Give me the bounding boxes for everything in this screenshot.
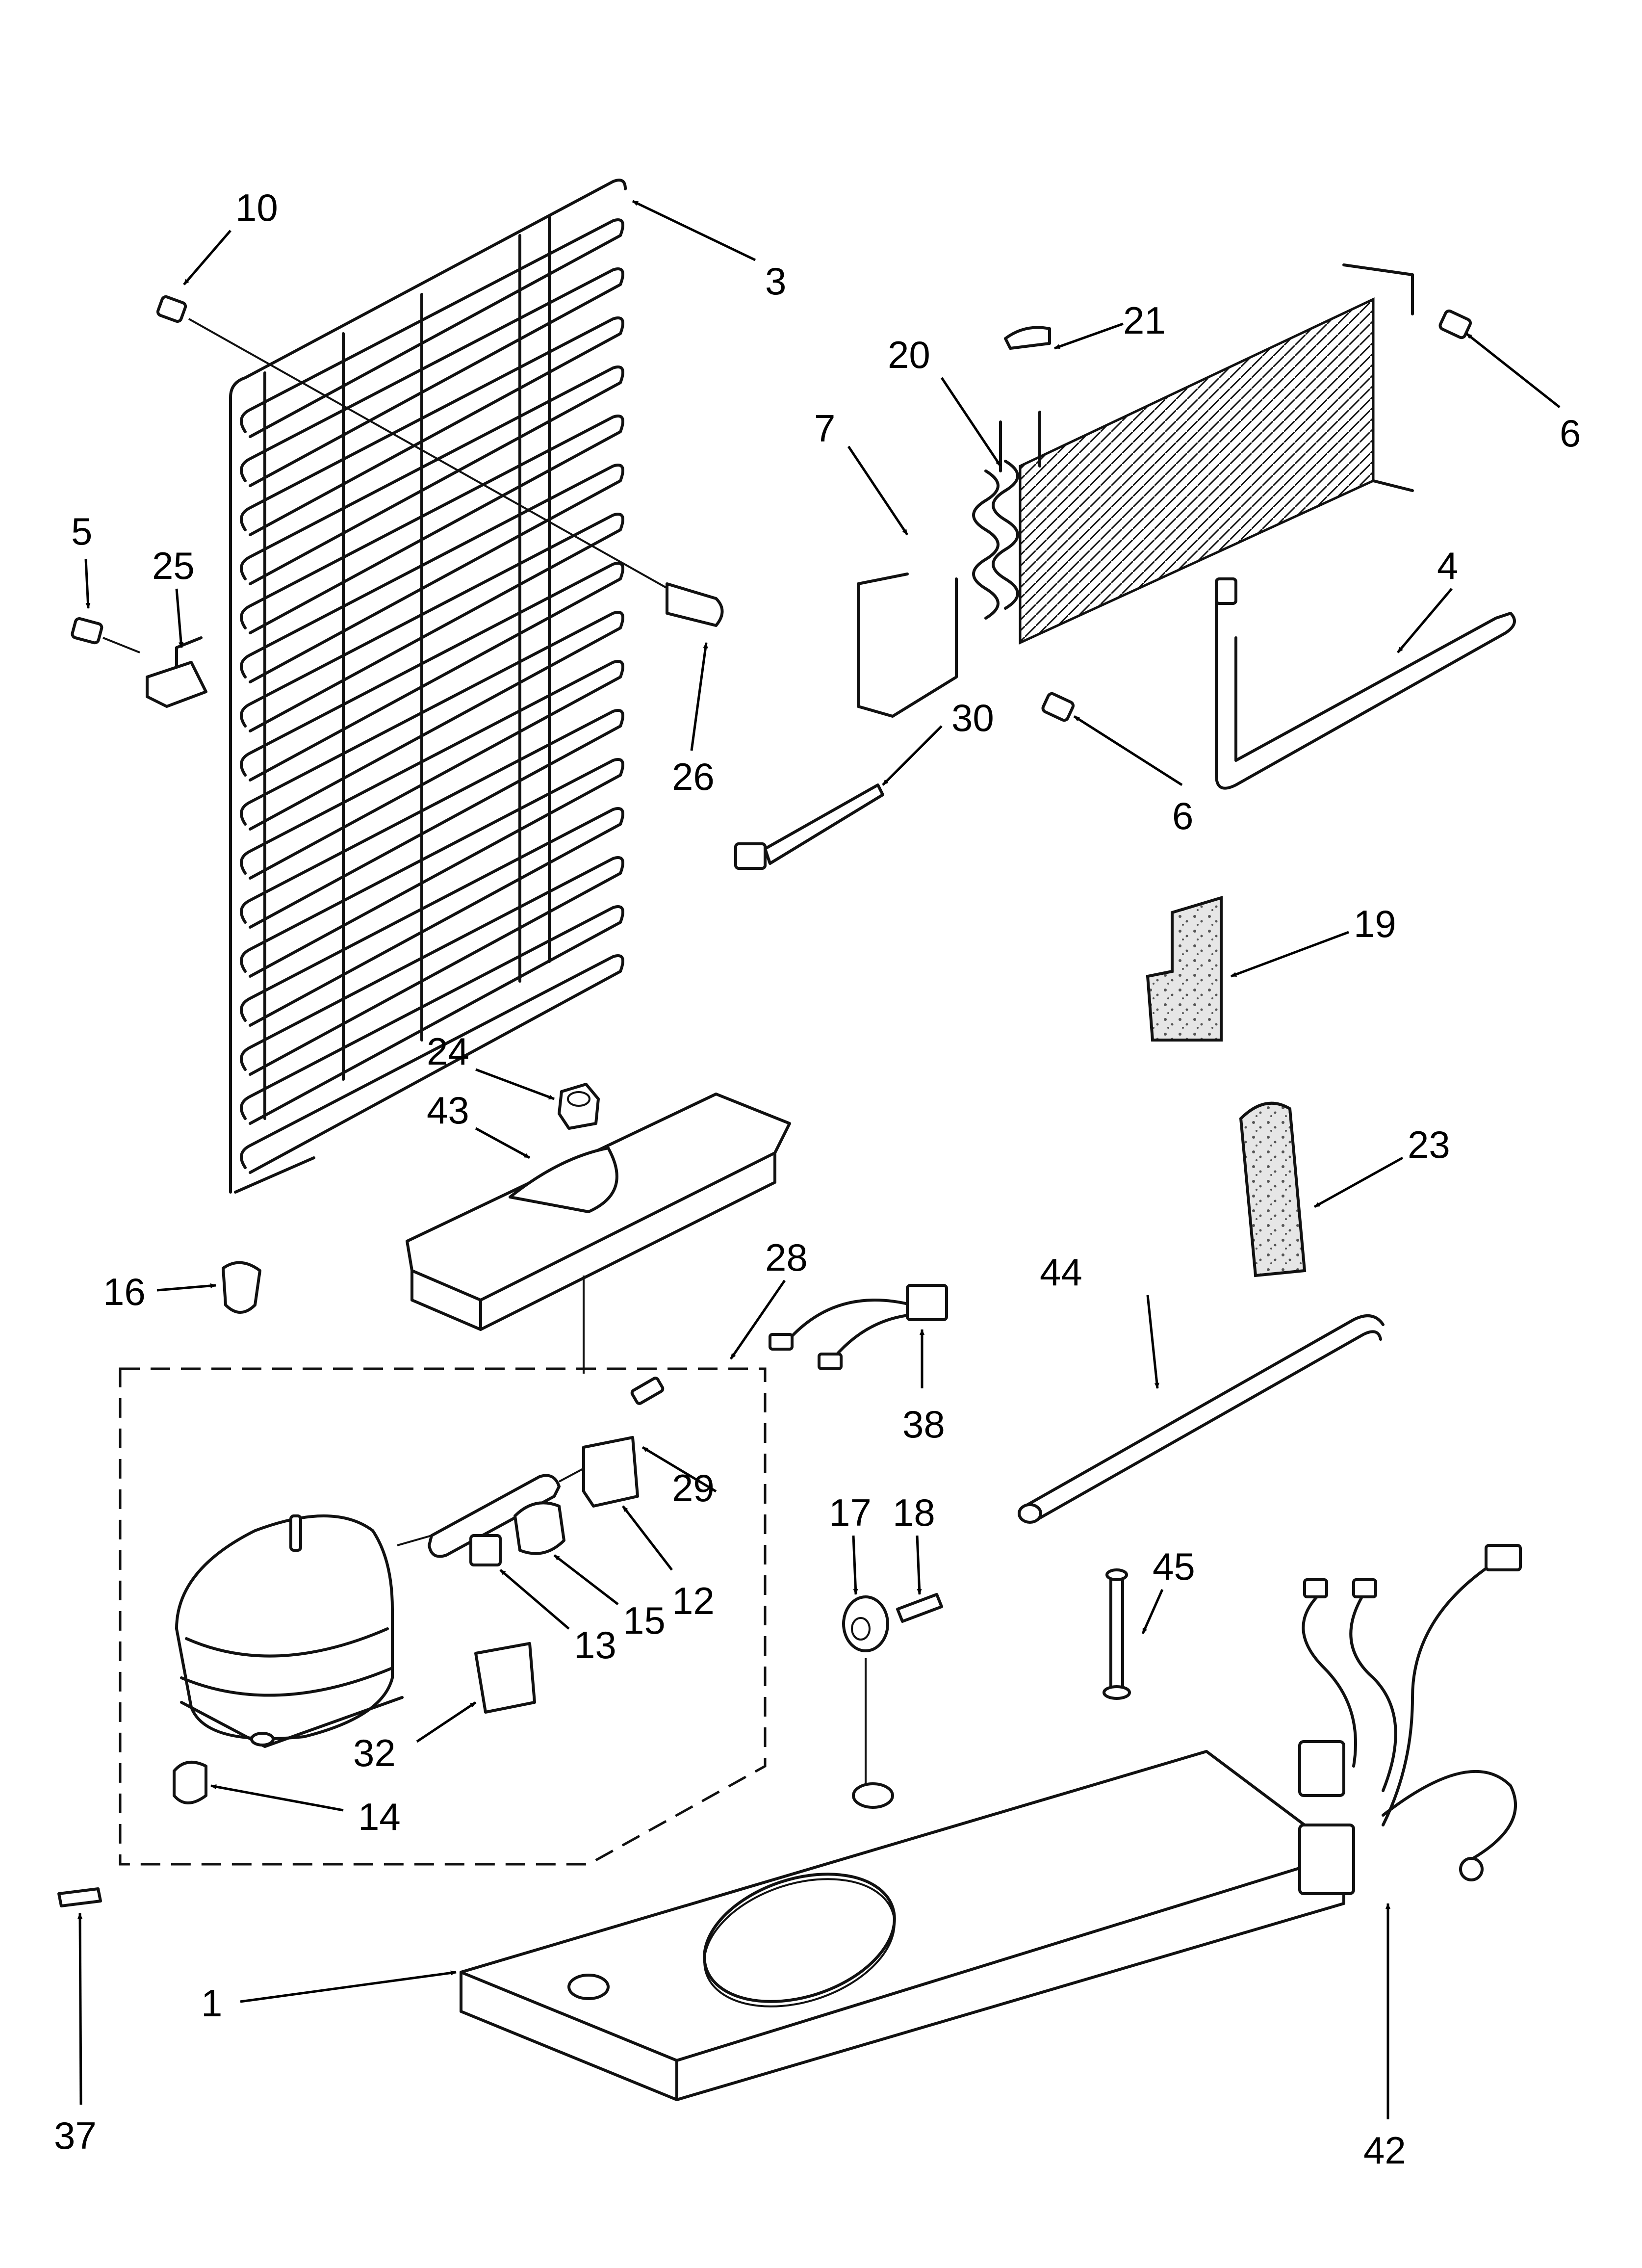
condenser-tube-loop [240,709,624,929]
condenser-tube-loop [240,954,624,1174]
nut-24 [558,1083,600,1130]
callout-10: 10 [235,186,278,229]
condenser-tube-loop [240,513,624,732]
screw-10 [156,295,677,595]
callout-21: 21 [1123,299,1166,342]
clip-16 [222,1261,261,1314]
callout-38: 38 [902,1403,945,1446]
overload-12 [582,1436,639,1508]
relay-15 [513,1501,565,1555]
screw-5 [71,617,140,653]
compressor [175,1514,404,1748]
leader-lines [77,200,1561,2119]
callout-43: 43 [427,1089,469,1132]
wire-harness-42 [1298,1544,1522,1895]
condenser-tube-loop [240,807,624,1027]
callout-14: 14 [358,1795,401,1838]
callout-30: 30 [951,696,994,739]
screw-6-bottom [1041,692,1075,722]
callout-labels: 10 3 6 21 20 7 4 6 30 19 23 5 25 26 24 4… [54,186,1581,2172]
callout-7: 7 [814,407,835,450]
callout-1: 1 [201,1981,222,2025]
drain-pan-43 [406,1093,791,1374]
callout-26: 26 [672,755,715,798]
callout-17: 17 [829,1491,872,1534]
terminal-13 [469,1534,502,1566]
pin-18 [896,1593,943,1623]
defrost-heater-4 [1215,577,1516,790]
callout-37: 37 [54,2114,97,2157]
insulation-19 [1146,895,1223,1042]
condenser-tube-loop [240,611,624,831]
clip-37 [57,1887,102,1907]
callout-16: 16 [103,1270,146,1313]
callout-12: 12 [672,1579,715,1622]
condenser-tube-loop [240,365,624,585]
capacitor-32 [474,1642,536,1714]
callout-15: 15 [623,1599,666,1642]
evaporator [857,263,1414,718]
compressor-assembly-box [119,1367,767,1866]
callout-25: 25 [152,544,195,587]
condenser-tube-loop [240,562,624,782]
callout-24: 24 [427,1030,469,1073]
callout-20: 20 [888,333,930,376]
tie-strap-30 [734,783,884,870]
condenser-tube-loop [240,905,624,1125]
spacer-26 [666,582,724,627]
condenser-tube-loop [240,660,624,880]
base-pan-1 [460,1750,1345,2101]
condenser-tube-loop [240,267,624,487]
condenser-tube-loop [240,856,624,1076]
condenser-coil [229,179,627,1194]
callout-4: 4 [1437,544,1458,587]
grommet-14 [173,1761,207,1804]
callout-23: 23 [1408,1123,1450,1166]
clip-21 [1004,326,1051,350]
callout-5: 5 [71,510,92,553]
callout-45: 45 [1153,1545,1195,1588]
callout-32: 32 [353,1731,396,1774]
callout-29: 29 [672,1466,715,1510]
wiring-38 [769,1284,948,1370]
stud-45 [1103,1568,1131,1700]
callout-3: 3 [765,260,786,303]
callout-44: 44 [1040,1251,1082,1294]
callout-28: 28 [765,1236,808,1279]
condenser-tube-loop [240,758,624,978]
drain-tube-44 [1018,1314,1385,1524]
condenser-tube-loop [240,218,624,438]
condenser-tube-loop [240,415,624,634]
callout-13: 13 [574,1623,616,1667]
callout-42: 42 [1363,2129,1406,2172]
callout-19: 19 [1354,902,1396,945]
condenser-tube-loop [240,316,624,536]
callout-6-bottom: 6 [1172,794,1193,837]
callout-6-top: 6 [1560,412,1581,455]
callout-18: 18 [893,1491,935,1534]
screw-6-top [1438,309,1472,339]
roller-17 [842,1595,889,1791]
bracket-25 [146,636,207,708]
condenser-tube-loop [240,464,624,683]
insulation-23 [1239,1101,1307,1277]
